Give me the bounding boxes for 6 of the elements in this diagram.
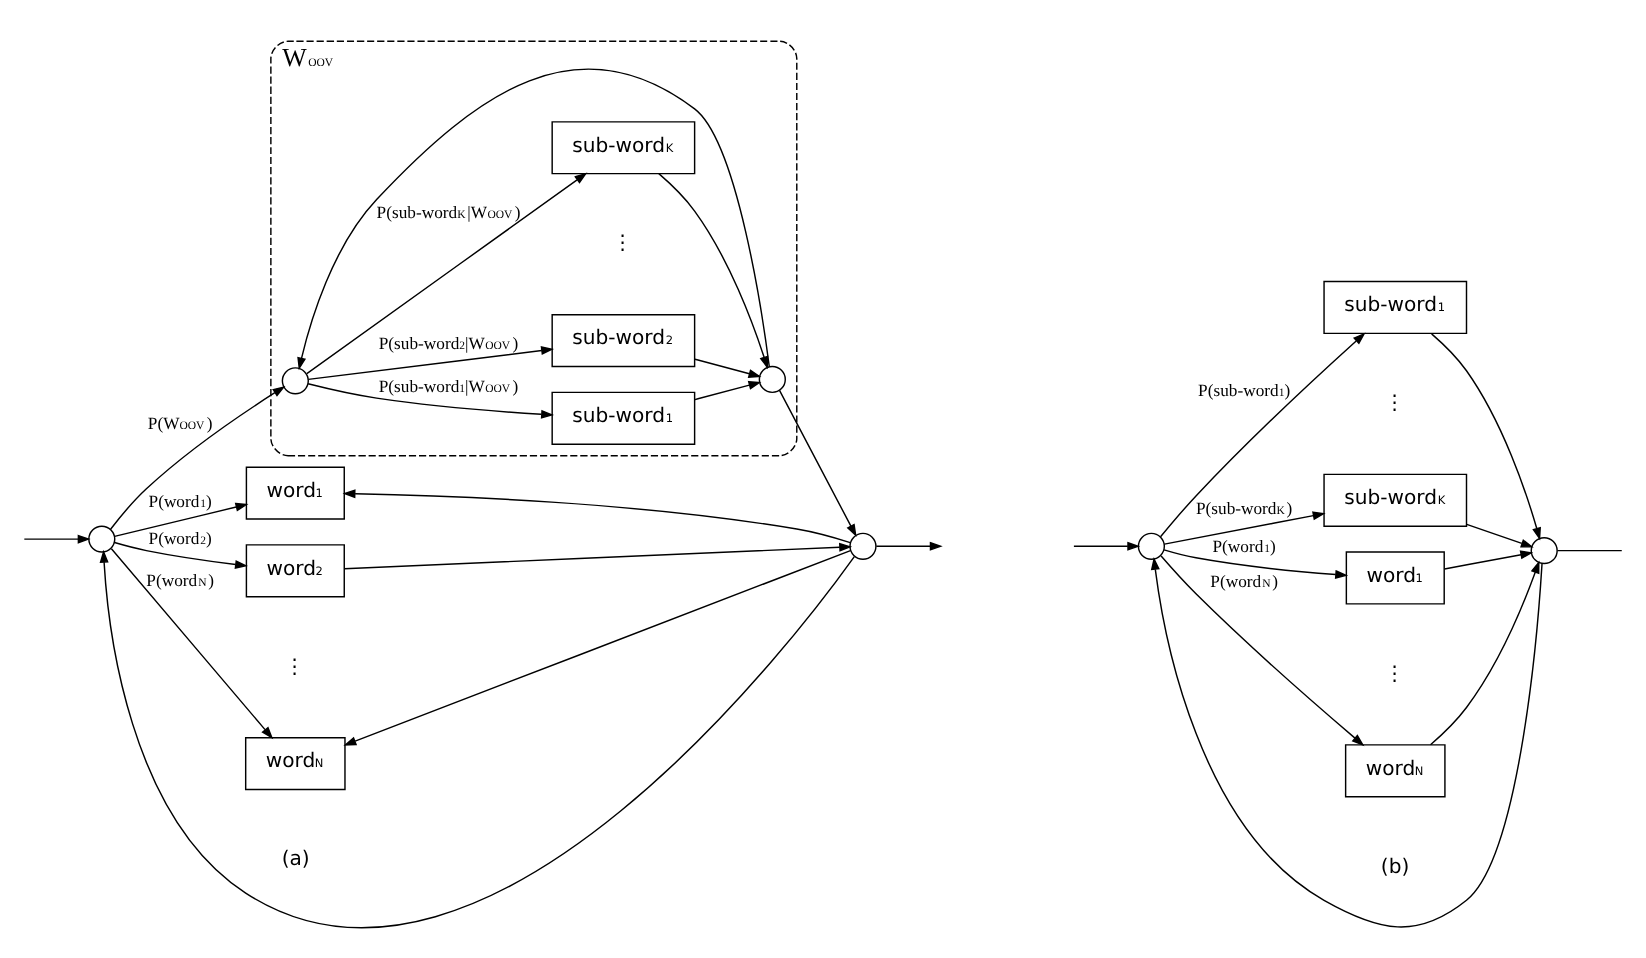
label: ⋮ <box>1384 663 1405 686</box>
label: ⋮ <box>1384 393 1405 416</box>
label: ⋮ <box>612 233 633 256</box>
label: ⋮ <box>284 656 305 679</box>
label: (b) <box>1380 856 1410 879</box>
label: (a) <box>281 849 310 872</box>
